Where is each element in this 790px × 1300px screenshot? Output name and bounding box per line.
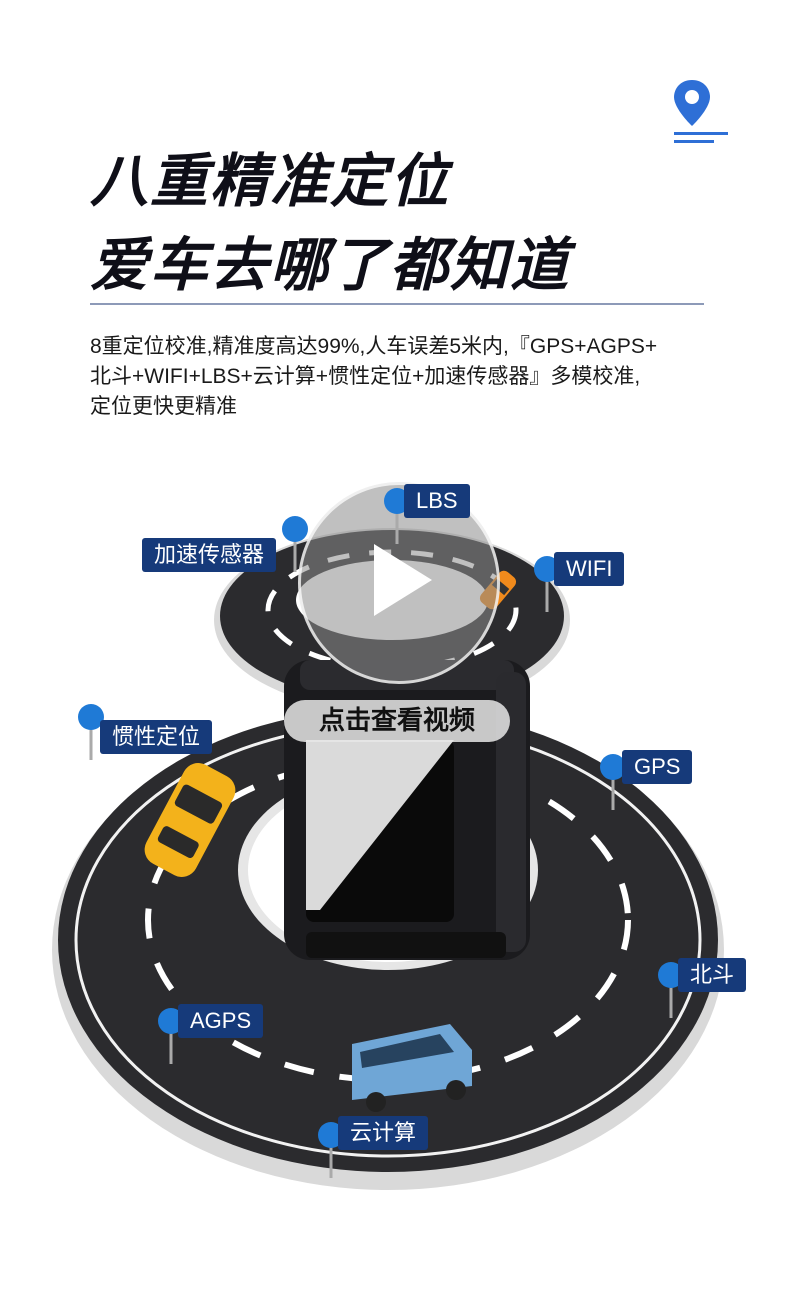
map-pin-icon — [318, 1122, 344, 1178]
label-beidou: 北斗 — [678, 958, 747, 992]
map-pin-icon — [658, 962, 684, 1018]
label-accelerometer: 加速传感器 — [142, 538, 277, 572]
label-lbs: LBS — [404, 484, 470, 518]
label-inertial: 惯性定位 — [100, 720, 213, 754]
map-pin-icon — [384, 488, 410, 544]
location-pin-icon — [674, 80, 728, 143]
description-line: 北斗+WIFI+LBS+云计算+惯性定位+加速传感器』多模校准, — [90, 365, 641, 388]
description: 8重定位校准,精准度高达99%,人车误差5米内,『GPS+AGPS+ 北斗+WI… — [90, 332, 710, 422]
map-pin-icon — [78, 704, 104, 760]
map-pin-icon — [282, 516, 308, 572]
watch-video-button[interactable]: 点击查看视频 — [284, 700, 510, 742]
map-pin-icon — [534, 556, 560, 612]
label-gps: GPS — [622, 750, 693, 784]
description-line: 定位更快更精准 — [90, 395, 237, 418]
play-icon[interactable] — [374, 544, 432, 616]
label-agps: AGPS — [178, 1004, 264, 1038]
divider — [90, 303, 704, 305]
label-wifi: WIFI — [554, 552, 625, 586]
label-cloud: 云计算 — [338, 1116, 429, 1150]
map-pin-icon — [600, 754, 626, 810]
description-line: 8重定位校准,精准度高达99%,人车误差5米内,『GPS+AGPS+ — [90, 335, 658, 358]
map-pin-icon — [158, 1008, 184, 1064]
page-title: 八重精准定位 — [90, 147, 451, 215]
page-subtitle: 爱车去哪了都知道 — [90, 231, 571, 299]
